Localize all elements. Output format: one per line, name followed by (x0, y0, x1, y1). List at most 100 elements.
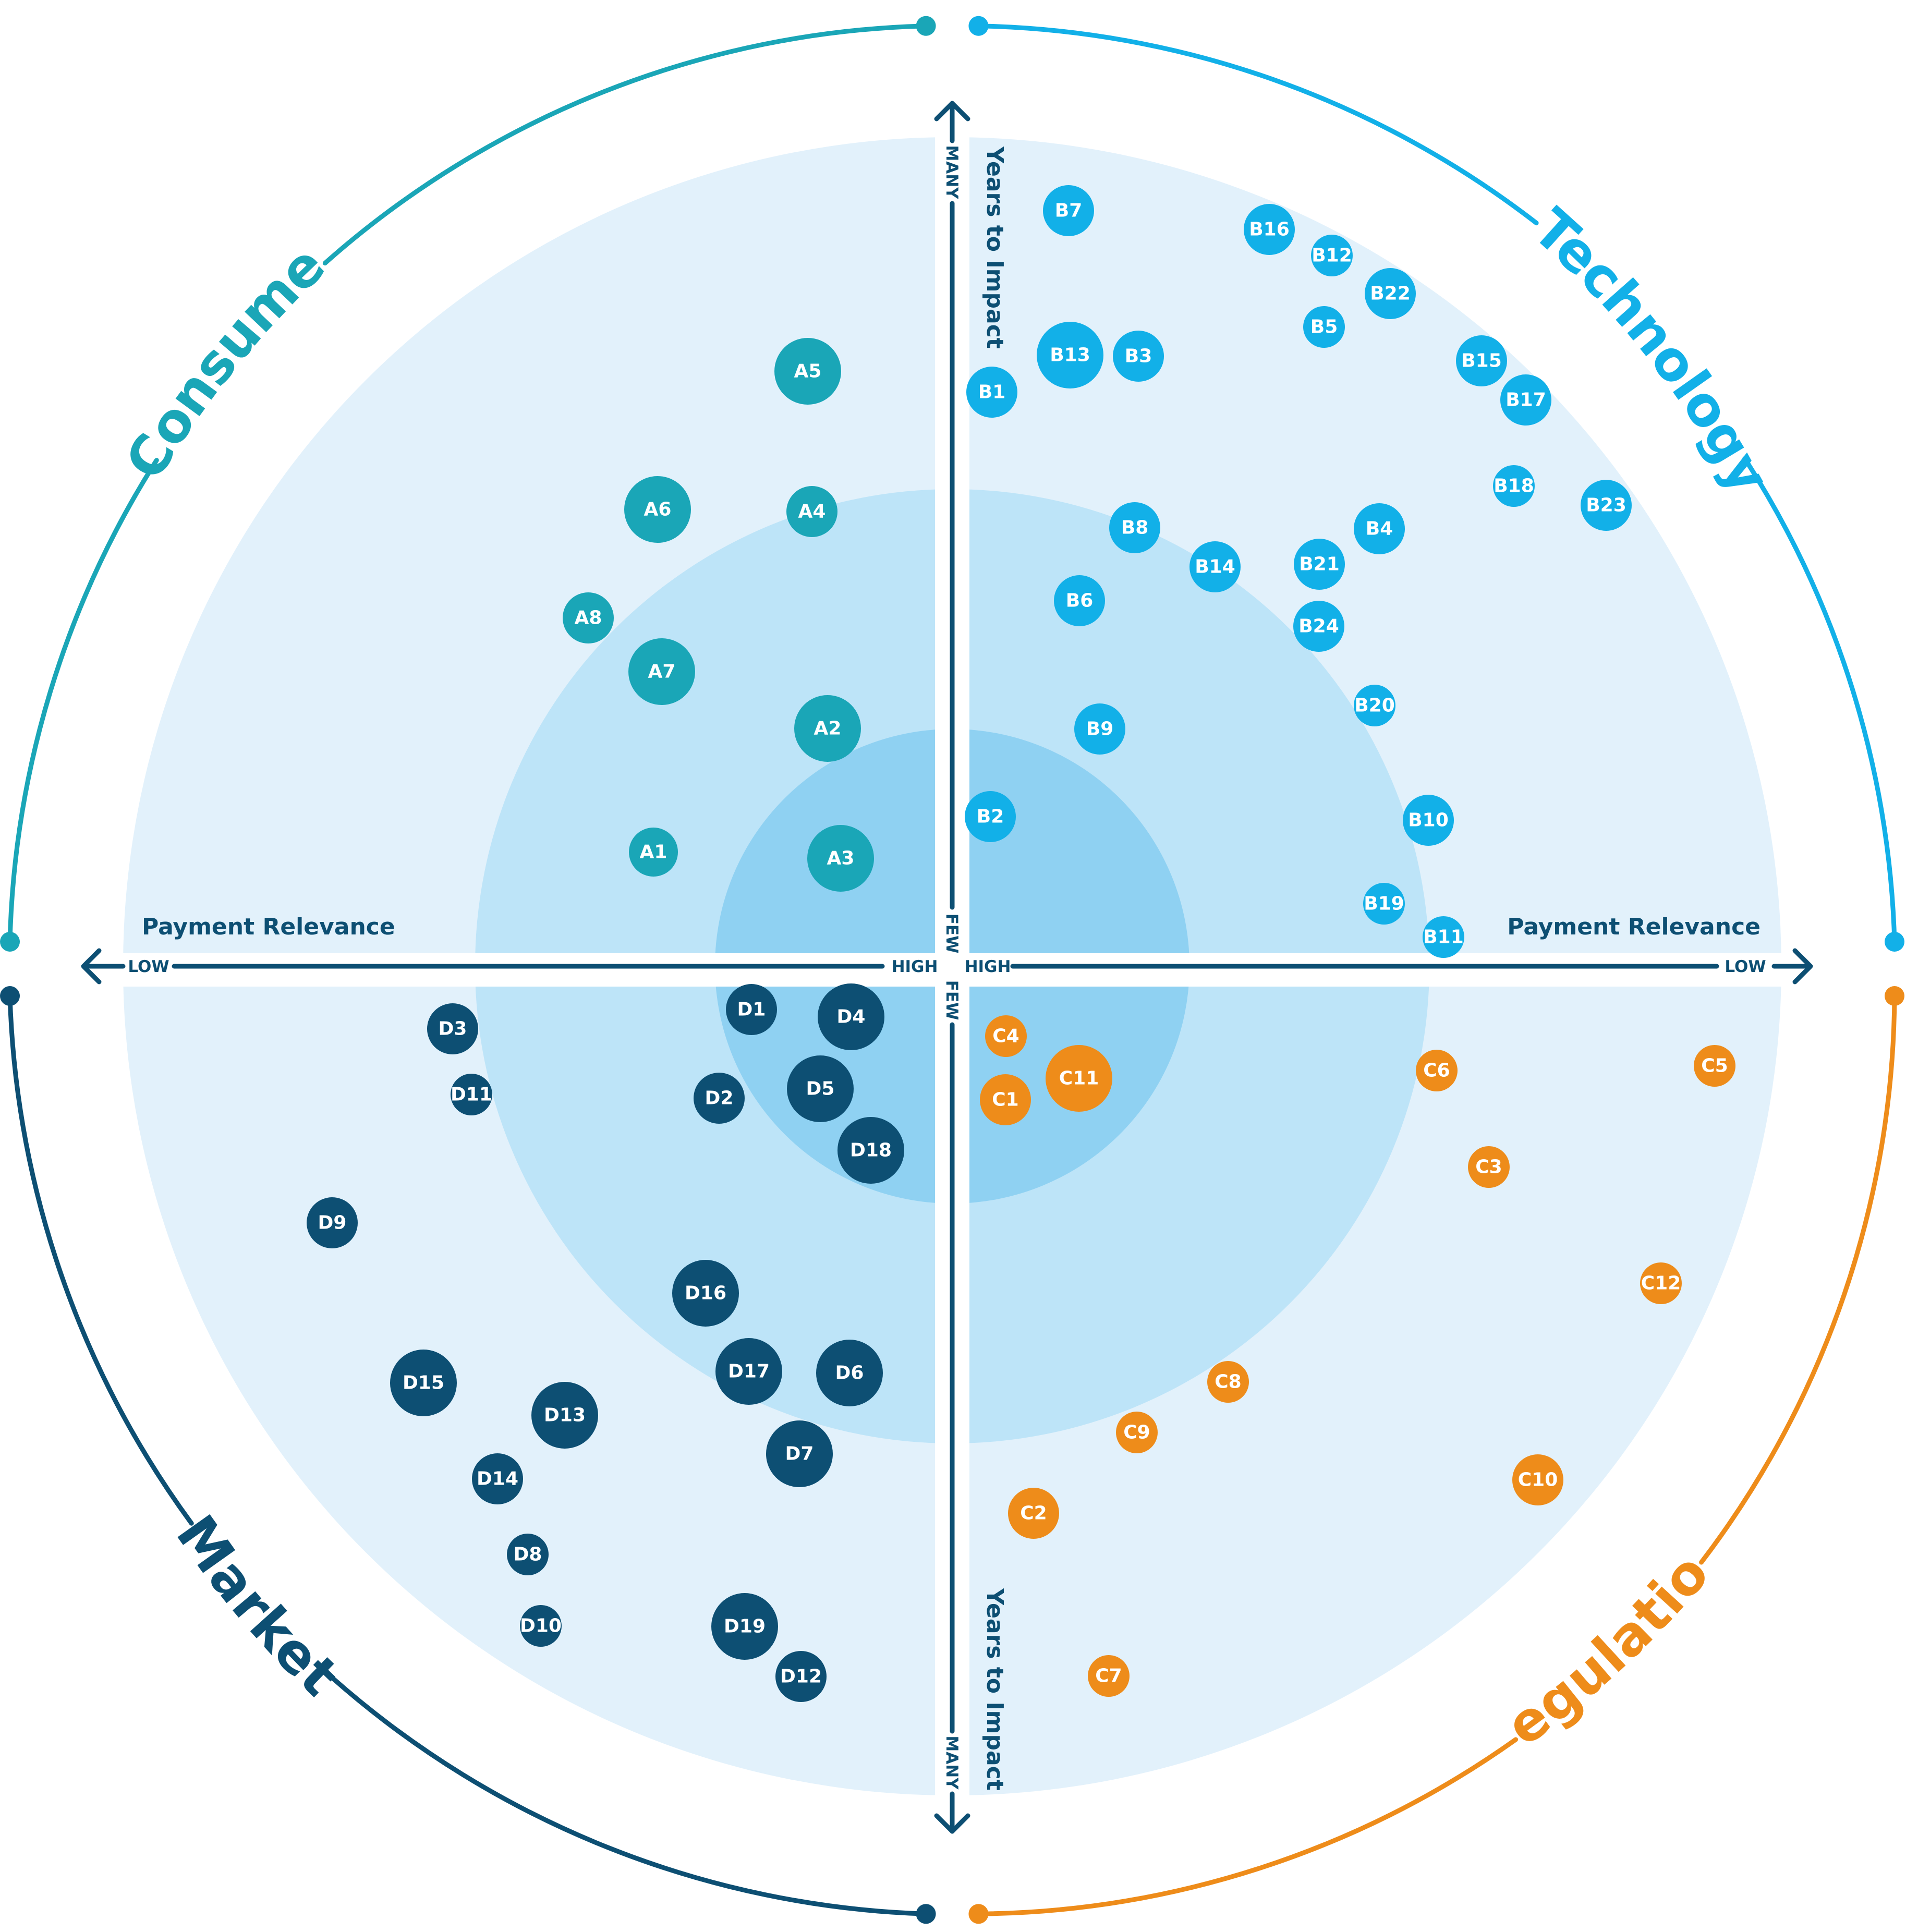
item-marker[interactable]: D13 (531, 1382, 598, 1449)
item-marker[interactable]: B14 (1189, 541, 1241, 592)
item-dot (1046, 1045, 1112, 1112)
item-marker[interactable]: D16 (672, 1260, 739, 1327)
item-marker[interactable]: D5 (787, 1055, 854, 1122)
item-label: C2 (1020, 1503, 1047, 1524)
item-label: D9 (318, 1212, 347, 1234)
item-label: C4 (992, 1026, 1019, 1047)
item-label: B18 (1494, 476, 1534, 497)
market-arc-endpoint-left (0, 986, 20, 1006)
item-marker[interactable]: A2 (794, 695, 861, 762)
item-marker[interactable]: B17 (1500, 374, 1551, 426)
item-marker[interactable]: B16 (1244, 204, 1295, 255)
item-dot (531, 1382, 598, 1449)
item-marker[interactable]: D2 (694, 1073, 745, 1124)
item-marker[interactable]: B7 (1043, 185, 1094, 236)
item-dot (1423, 916, 1464, 958)
item-marker[interactable]: D9 (307, 1197, 358, 1248)
item-dot (1354, 685, 1395, 726)
item-label: D11 (451, 1084, 492, 1105)
consumer-arc-top (322, 23, 929, 266)
item-marker[interactable]: C10 (1512, 1454, 1563, 1505)
item-marker[interactable]: D11 (451, 1074, 492, 1115)
item-marker[interactable]: A7 (628, 638, 695, 705)
item-marker[interactable]: D3 (427, 1003, 478, 1054)
item-marker[interactable]: B24 (1293, 601, 1344, 652)
item-label: C6 (1423, 1060, 1450, 1082)
item-label: C1 (992, 1089, 1018, 1111)
item-marker[interactable]: A3 (807, 825, 874, 892)
item-marker[interactable]: B5 (1303, 306, 1345, 348)
item-dot (794, 695, 861, 762)
item-dot (520, 1605, 562, 1647)
item-marker[interactable]: D4 (818, 983, 884, 1050)
item-label: C5 (1701, 1055, 1728, 1077)
item-marker[interactable]: B8 (1109, 502, 1160, 553)
item-marker[interactable]: D12 (775, 1651, 827, 1702)
item-label: D16 (685, 1283, 726, 1304)
item-marker[interactable]: C6 (1416, 1050, 1458, 1091)
item-marker[interactable]: C3 (1468, 1146, 1510, 1188)
item-marker[interactable]: C12 (1640, 1262, 1682, 1304)
item-dot (472, 1453, 523, 1504)
item-marker[interactable]: B2 (965, 791, 1016, 842)
item-marker[interactable]: B10 (1403, 795, 1454, 846)
item-marker[interactable]: C1 (980, 1074, 1031, 1125)
item-dot (816, 1340, 883, 1406)
item-marker[interactable]: B18 (1493, 465, 1535, 507)
axis-high-left: HIGH (892, 957, 938, 976)
item-dot (672, 1260, 739, 1327)
item-marker[interactable]: B11 (1423, 916, 1464, 958)
item-marker[interactable]: D10 (520, 1605, 562, 1647)
item-dot (1074, 703, 1125, 755)
item-marker[interactable]: C11 (1046, 1045, 1112, 1112)
item-marker[interactable]: B21 (1294, 539, 1345, 590)
item-marker[interactable]: D19 (711, 1593, 778, 1660)
item-marker[interactable]: B13 (1037, 322, 1103, 388)
horizontal-gap (78, 953, 1830, 987)
item-marker[interactable]: B22 (1365, 268, 1416, 319)
item-marker[interactable]: C9 (1116, 1412, 1158, 1453)
item-label: A7 (648, 661, 676, 683)
item-marker[interactable]: B12 (1311, 235, 1353, 276)
item-marker[interactable]: D6 (816, 1340, 883, 1406)
item-label: D3 (439, 1018, 467, 1040)
item-marker[interactable]: B19 (1363, 883, 1405, 925)
item-marker[interactable]: A8 (563, 592, 614, 643)
item-marker[interactable]: B15 (1456, 335, 1507, 386)
item-marker[interactable]: C5 (1694, 1045, 1735, 1087)
regulation-arc-right (1699, 993, 1897, 1565)
item-marker[interactable]: D15 (390, 1350, 457, 1416)
item-label: C7 (1095, 1666, 1122, 1687)
item-marker[interactable]: A1 (629, 828, 678, 877)
item-marker[interactable]: D17 (715, 1338, 782, 1405)
item-label: B17 (1506, 390, 1546, 411)
item-marker[interactable]: D8 (507, 1534, 549, 1575)
item-marker[interactable]: A5 (774, 338, 841, 405)
item-marker[interactable]: A6 (624, 476, 691, 543)
item-label: B9 (1086, 719, 1114, 740)
item-dot (980, 1074, 1031, 1125)
item-marker[interactable]: D7 (766, 1420, 833, 1487)
item-label: B5 (1310, 317, 1338, 338)
item-marker[interactable]: B23 (1581, 480, 1632, 531)
item-marker[interactable]: B20 (1354, 685, 1395, 726)
item-label: B23 (1586, 495, 1626, 516)
item-marker[interactable]: A4 (786, 486, 837, 537)
item-marker[interactable]: C4 (985, 1015, 1027, 1057)
item-marker[interactable]: B4 (1354, 503, 1405, 554)
item-marker[interactable]: C2 (1008, 1488, 1059, 1539)
item-dot (1512, 1454, 1563, 1505)
item-dot (390, 1350, 457, 1416)
item-marker[interactable]: B1 (966, 367, 1017, 418)
regulation-arc-endpoint-right (1885, 986, 1904, 1006)
item-label: D13 (544, 1405, 586, 1426)
item-marker[interactable]: D14 (472, 1453, 523, 1504)
item-dot (985, 1015, 1027, 1057)
item-marker[interactable]: B9 (1074, 703, 1125, 755)
item-marker[interactable]: D18 (837, 1117, 904, 1184)
item-marker[interactable]: B3 (1113, 331, 1164, 382)
item-marker[interactable]: B6 (1054, 575, 1105, 626)
item-marker[interactable]: C8 (1207, 1361, 1249, 1403)
item-marker[interactable]: D1 (726, 984, 777, 1035)
item-marker[interactable]: C7 (1088, 1655, 1130, 1697)
